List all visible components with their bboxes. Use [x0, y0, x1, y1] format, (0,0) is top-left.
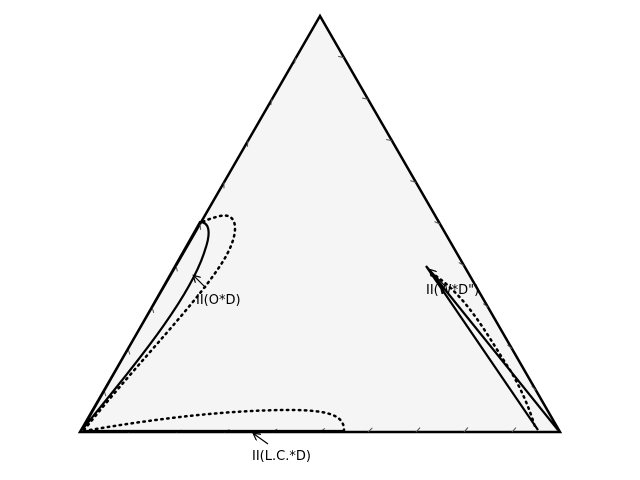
ocd-solid-boundary — [81, 220, 210, 431]
ternary-ticks — [103, 55, 537, 433]
ocd-dotted-boundary — [82, 214, 237, 432]
tick-mark-right-3 — [482, 303, 489, 308]
tick-mark-right-2 — [507, 344, 513, 350]
tick-mark-right-7 — [386, 138, 393, 142]
wd-arrow — [430, 270, 446, 287]
wd-dotted-boundary — [434, 274, 538, 432]
region-label-ocd: II(O*D) — [196, 293, 241, 308]
tick-mark-right-8 — [362, 97, 369, 100]
tick-mark-left-6 — [175, 265, 178, 272]
tick-mark-left-2 — [270, 99, 273, 106]
tick-mark-right-5 — [434, 221, 441, 225]
tick-mark-right-6 — [410, 180, 417, 183]
tick-mark-right-1 — [531, 385, 537, 391]
ternary-triangle — [77, 13, 563, 434]
region-label-wd: II(W*D") — [426, 283, 479, 298]
tick-mark-left-5 — [199, 223, 202, 231]
tick-mark-left-3 — [246, 140, 249, 147]
tick-mark-left-1 — [293, 57, 297, 64]
region-label-lcd: II(L.C.*D) — [252, 449, 311, 464]
lcd-dotted-boundary — [88, 408, 346, 432]
ocd-arrow — [194, 276, 207, 289]
tick-mark-bottom-9 — [511, 427, 517, 433]
tick-mark-right-9 — [338, 55, 345, 59]
tick-mark-bottom-6 — [367, 427, 373, 433]
tick-mark-bottom-8 — [463, 427, 469, 433]
tick-mark-bottom-7 — [415, 427, 421, 433]
tick-mark-right-4 — [458, 262, 465, 267]
lcd-arrow — [254, 434, 269, 445]
